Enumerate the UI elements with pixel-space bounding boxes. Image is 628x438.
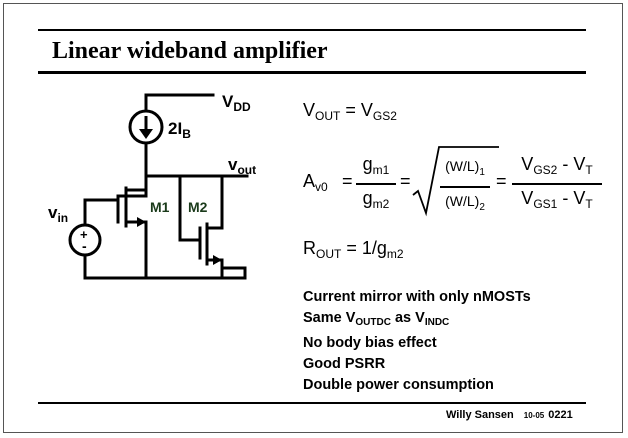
bullet-item: Good PSRR (303, 356, 386, 372)
top-rule (38, 29, 586, 31)
m2-label: M2 (188, 199, 208, 215)
bullet-list: Current mirror with only nMOSTs Same VOU… (303, 287, 531, 396)
vin-label: vin (48, 203, 68, 225)
title-rule (38, 71, 586, 74)
m2-arrow-icon (213, 255, 222, 265)
m1-label: M1 (150, 199, 170, 215)
sqrt-icon (412, 146, 499, 217)
bottom-rule (38, 402, 586, 404)
m1-arrow-icon (137, 217, 146, 227)
m2-gate-link (178, 174, 202, 242)
bullet-item: Same VOUTDC as VINDC (303, 310, 450, 328)
vdd-label: VDD (222, 92, 251, 114)
frac-vgs: VGS2 - VT VGS1 - VT (512, 153, 602, 215)
bullet-item: No body bias effect (303, 335, 437, 351)
frac-wl: (W/L)1 (W/L)2 (440, 155, 490, 219)
slide-title: Linear wideband amplifier (52, 38, 328, 64)
footer-page: 0221 (548, 409, 573, 421)
vin-minus: - (82, 238, 87, 254)
current-label: 2IB (168, 119, 191, 141)
footer-author: Willy Sansen (446, 409, 514, 421)
slide-frame (3, 3, 623, 433)
frac-gm: gm1 gm2 (356, 153, 396, 215)
vout-label: vout (228, 155, 256, 177)
bullet-item: Current mirror with only nMOSTs (303, 289, 531, 305)
bullet-item: Double power consumption (303, 377, 494, 393)
m1-source-stub (124, 220, 148, 280)
vin-plus: + (80, 227, 88, 242)
eq-rout: ROUT = 1/gm2 (303, 238, 404, 261)
eq-vout: VOUT = VGS2 (303, 100, 397, 123)
footer-date: 10-05 (523, 411, 545, 420)
m1-drain-gate-link (116, 174, 148, 220)
